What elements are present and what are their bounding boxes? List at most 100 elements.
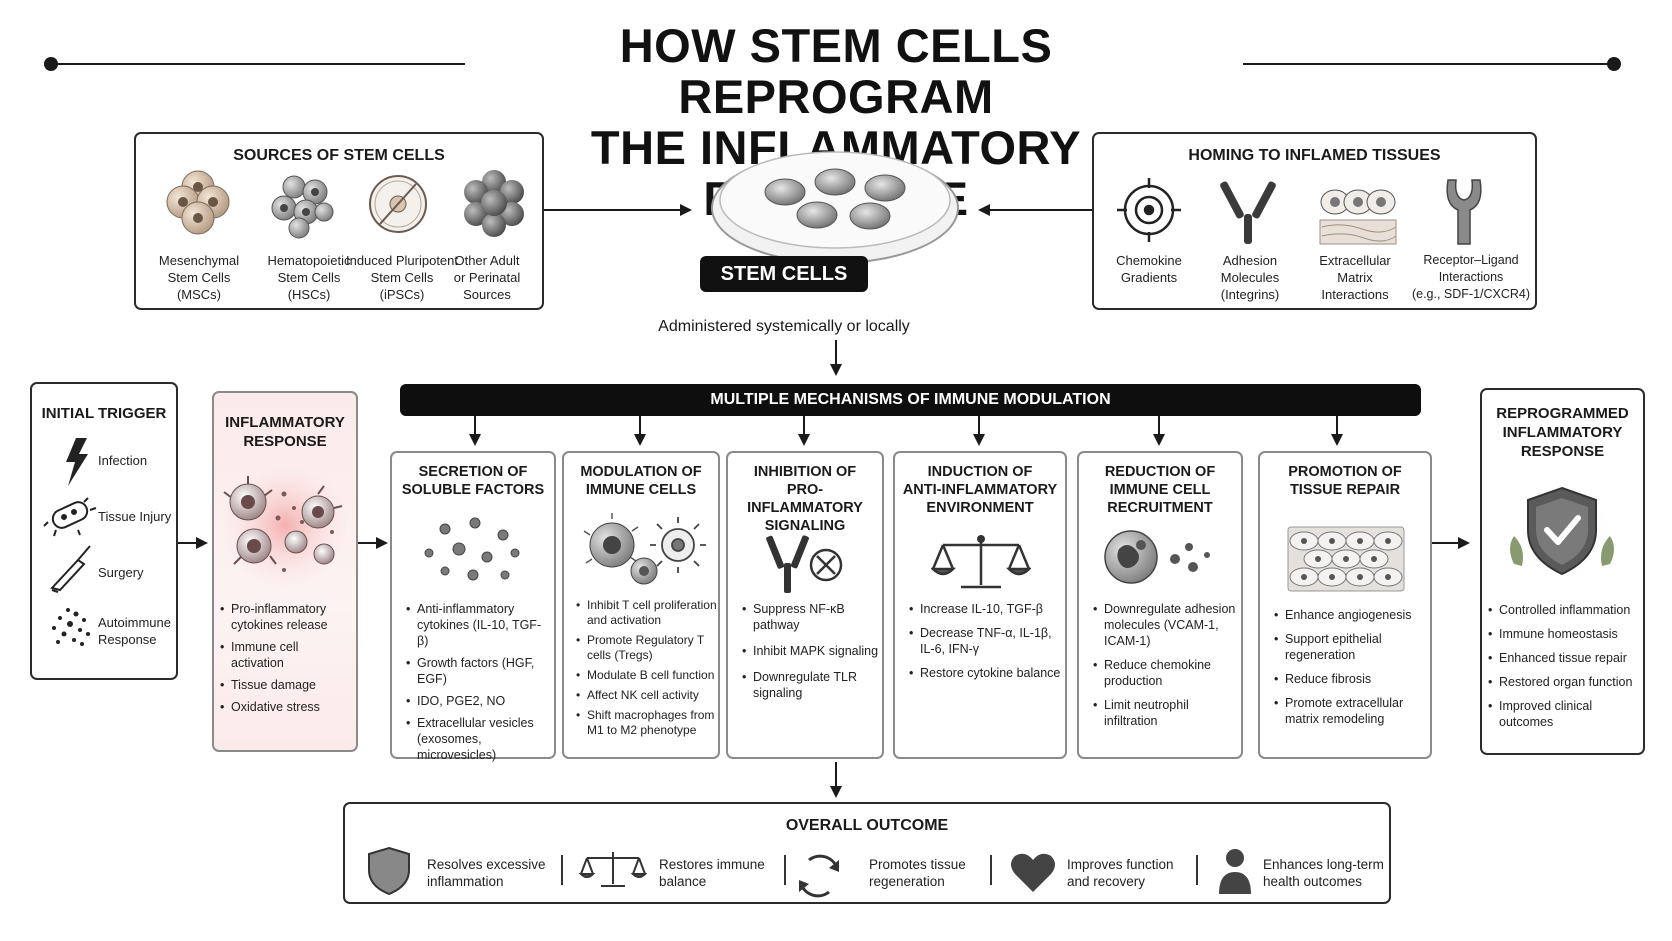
neutrophil-icon xyxy=(1104,530,1210,584)
ipsc-cell-icon xyxy=(369,175,427,233)
tissue-icon xyxy=(1287,526,1405,592)
mechanism-bullet: Support epithelial regeneration xyxy=(1274,631,1430,663)
homing-label-matrix: Extracellular Matrix Interactions xyxy=(1319,253,1391,302)
scale-icon xyxy=(931,535,1031,589)
outcome-label-enhances: Enhances long-term health outcomes xyxy=(1263,857,1384,889)
source-label-other: Other Adult or Perinatal Sources xyxy=(453,253,521,302)
mechanism-bullet: Restore cytokine balance xyxy=(909,665,1065,681)
mechanism-bullet: Enhance angiogenesis xyxy=(1274,607,1430,623)
mechanism-bullet: Downregulate adhesion molecules (VCAM-1,… xyxy=(1093,601,1241,649)
reprogrammed-bullet: Controlled inflammation xyxy=(1488,602,1644,618)
lightning-icon xyxy=(66,438,88,486)
scalpel-icon xyxy=(50,545,91,593)
mechanism-column-tissue-repair: PROMOTION OF TISSUE REPAIR Enhance angio… xyxy=(1258,451,1432,759)
mechanism-bullet: Promote Regulatory T cells (Tregs) xyxy=(576,633,718,663)
mechanism-bullets: Inhibit T cell proliferation and activat… xyxy=(576,598,718,744)
molecules-icon xyxy=(424,517,520,581)
outcome-separator xyxy=(1196,855,1198,885)
mechanism-bullet: IDO, PGE2, NO xyxy=(406,693,552,709)
inflammatory-bullet: Immune cell activation xyxy=(220,639,354,671)
mechanism-title: INHIBITION OF PRO-INFLAMMATORY SIGNALING xyxy=(747,464,863,534)
reprogrammed-bullets: Controlled inflammation Immune homeostas… xyxy=(1488,602,1644,736)
title-right-rule xyxy=(1243,63,1613,65)
page-title-line-1: HOW STEM CELLS REPROGRAM xyxy=(619,19,1053,123)
target-icon xyxy=(1117,178,1181,242)
mechanism-bullet: Inhibit T cell proliferation and activat… xyxy=(576,598,718,628)
mechanism-bullet: Modulate B cell function xyxy=(576,668,718,683)
outcome-separator xyxy=(784,855,786,885)
mechanism-bullet: Limit neutrophil infiltration xyxy=(1093,697,1241,729)
inflammatory-bullets: Pro-inflammatory cytokines release Immun… xyxy=(220,601,354,721)
mechanism-column-induction: INDUCTION OF ANTI-INFLAMMATORY ENVIRONME… xyxy=(893,451,1067,759)
inflammatory-bullet: Pro-inflammatory cytokines release xyxy=(220,601,354,633)
homing-icons xyxy=(1117,178,1482,245)
matrix-icon xyxy=(1319,189,1397,245)
heart-icon xyxy=(1011,853,1055,892)
mechanism-bullet: Reduce chemokine production xyxy=(1093,657,1241,689)
inflamed-cells-icon xyxy=(223,463,347,587)
mechanism-bullets: Increase IL-10, TGF-β Decrease TNF-α, IL… xyxy=(909,601,1065,687)
reprogrammed-bullet: Restored organ function xyxy=(1488,674,1644,690)
mechanism-bullets: Anti-inflammatory cytokines (IL-10, TGF-… xyxy=(406,601,552,769)
hematopoietic-cells-icon xyxy=(271,175,334,239)
mechanism-bullet: Increase IL-10, TGF-β xyxy=(909,601,1065,617)
reprogrammed-bullet: Enhanced tissue repair xyxy=(1488,650,1644,666)
title-right-dot xyxy=(1607,57,1621,71)
homing-label-receptor: Receptor–Ligand Interactions (e.g., SDF-… xyxy=(1411,253,1531,301)
inflammatory-title: INFLAMMATORY RESPONSE xyxy=(225,414,345,450)
inflammatory-bullet: Oxidative stress xyxy=(220,699,354,715)
shield-icon xyxy=(368,846,410,896)
cycle-icon xyxy=(799,854,839,898)
perinatal-cells-icon xyxy=(464,170,524,237)
mechanism-bullets: Downregulate adhesion molecules (VCAM-1,… xyxy=(1093,601,1241,735)
mechanism-bullets: Enhance angiogenesis Support epithelial … xyxy=(1274,607,1430,733)
blocked-receptor-icon xyxy=(766,535,843,593)
mechanism-bullet: Extracellular vesicles (exosomes, microv… xyxy=(406,715,552,763)
bacteria-icon xyxy=(43,497,97,537)
mechanism-bullet: Promote extracellular matrix remodeling xyxy=(1274,695,1430,727)
homing-label-adhesion: Adhesion Molecules (Integrins) xyxy=(1220,253,1280,302)
shield-check-icon xyxy=(1508,478,1616,586)
mechanism-bullet: Inhibit MAPK signaling xyxy=(742,643,882,659)
mechanism-bullet: Downregulate TLR signaling xyxy=(742,669,882,701)
administration-note: Administered systemically or locally xyxy=(658,318,910,335)
reprogrammed-bullet: Immune homeostasis xyxy=(1488,626,1644,642)
initial-trigger-title: INITIAL TRIGGER xyxy=(41,405,167,422)
reprogrammed-title: REPROGRAMMED INFLAMMATORY RESPONSE xyxy=(1496,405,1629,460)
outcome-icons xyxy=(368,846,1251,898)
title-left-rule xyxy=(50,63,465,65)
homing-label-chemokine: Chemokine Gradients xyxy=(1116,253,1182,285)
scale-icon xyxy=(578,852,648,887)
outcome-separator xyxy=(990,855,992,885)
antibody-icon xyxy=(1220,181,1276,244)
mechanism-column-inhibition: INHIBITION OF PRO-INFLAMMATORY SIGNALING… xyxy=(726,451,884,759)
source-label-ipsc: Induced Pluripotent Stem Cells (iPSCs) xyxy=(345,253,459,302)
mechanisms-band: MULTIPLE MECHANISMS OF IMMUNE MODULATION xyxy=(400,384,1421,416)
homing-title: HOMING TO INFLAMED TISSUES xyxy=(1188,147,1441,164)
source-label-msc: Mesenchymal Stem Cells (MSCs) xyxy=(158,253,240,302)
reprogrammed-bullet: Improved clinical outcomes xyxy=(1488,698,1644,730)
petri-dish-icon xyxy=(711,151,959,264)
sources-title: SOURCES OF STEM CELLS xyxy=(233,147,445,164)
overall-outcome-title: OVERALL OUTCOME xyxy=(785,817,949,834)
overall-outcome-box: OVERALL OUTCOME xyxy=(343,802,1391,904)
receptor-icon xyxy=(1446,179,1482,245)
mechanism-column-secretion: SECRETION OF SOLUBLE FACTORS Anti-inflam… xyxy=(390,451,556,762)
mechanism-title: INDUCTION OF ANTI-INFLAMMATORY ENVIRONME… xyxy=(902,464,1058,516)
mechanism-column-immune-cells: MODULATION OF IMMUNE CELLS Inhibit T cel… xyxy=(562,451,720,759)
mechanism-bullet: Anti-inflammatory cytokines (IL-10, TGF-… xyxy=(406,601,552,649)
mechanism-bullet: Growth factors (HGF, EGF) xyxy=(406,655,552,687)
immune-cells-icon xyxy=(583,513,706,585)
outcome-label-resolves: Resolves excessive inflammation xyxy=(427,857,546,889)
source-label-hsc: Hematopoietic Stem Cells (HSCs) xyxy=(267,253,351,302)
outcome-label-restores: Restores immune balance xyxy=(659,857,765,889)
trigger-label-injury: Tissue Injury xyxy=(98,509,172,524)
mechanism-column-reduction: REDUCTION OF IMMUNE CELL RECRUITMENT Dow… xyxy=(1077,451,1243,759)
mechanism-bullet: Shift macrophages from M1 to M2 phenotyp… xyxy=(576,708,718,738)
mechanism-bullet: Affect NK cell activity xyxy=(576,688,718,703)
trigger-label-surgery: Surgery xyxy=(98,565,144,580)
trigger-icons xyxy=(43,438,97,646)
outcome-label-promotes: Promotes tissue regeneration xyxy=(869,857,966,889)
particles-icon xyxy=(52,608,90,646)
